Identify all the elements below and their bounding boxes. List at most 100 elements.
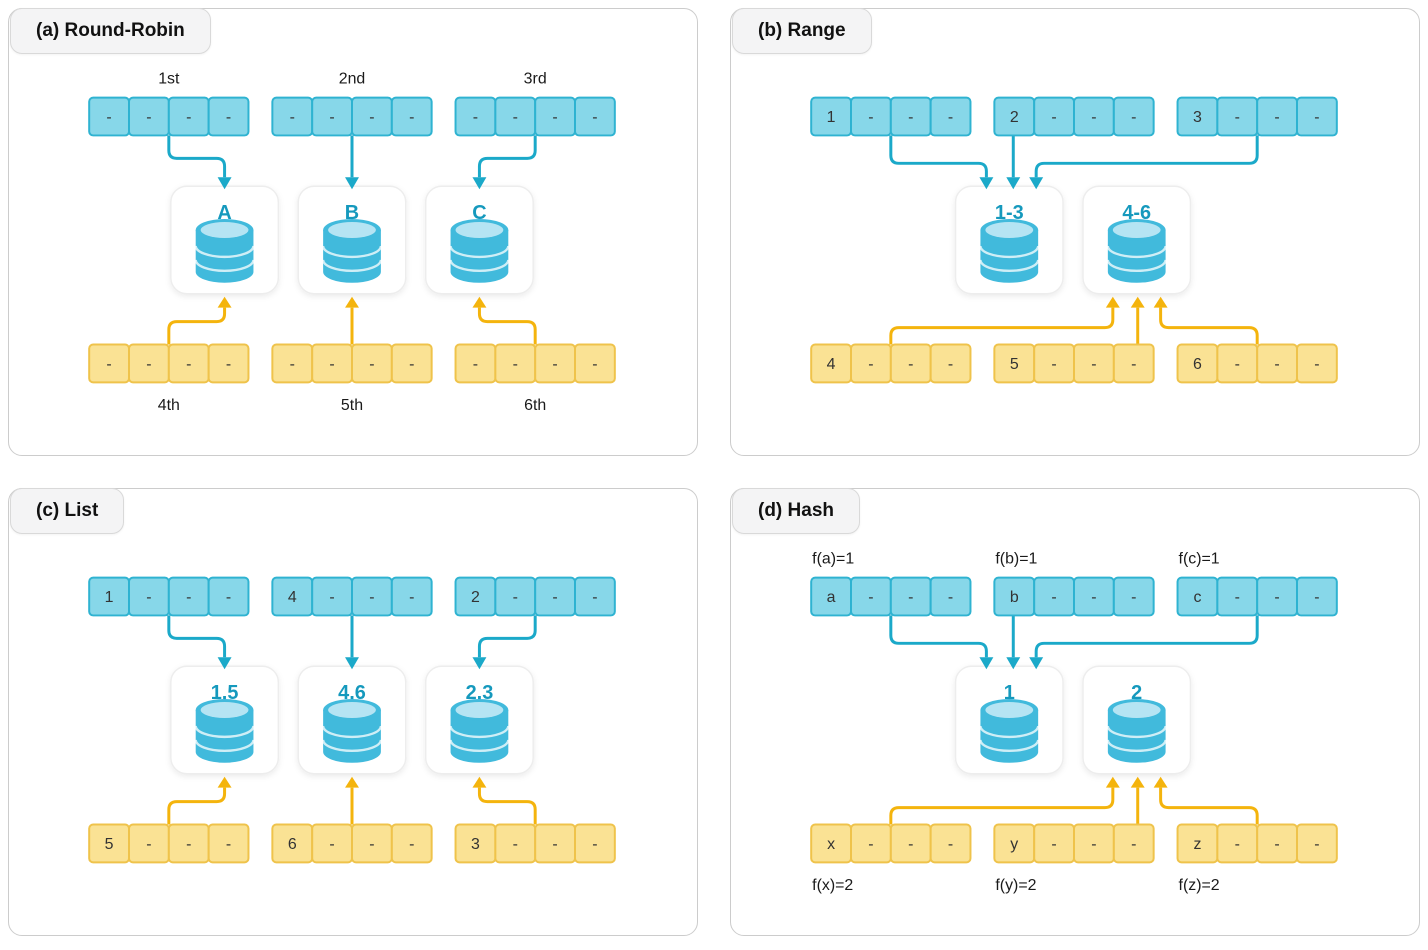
batch-cell-value: y — [1010, 836, 1018, 853]
batch-cell-value: - — [948, 589, 953, 606]
arrowhead-down-icon — [217, 177, 232, 190]
routing-arrow-bottom — [472, 776, 537, 825]
top-batch-2: 4--- — [271, 576, 433, 617]
top-batch-3: c---f(c)=1 — [1176, 551, 1338, 617]
batch-cell-value: b — [1010, 589, 1019, 606]
batch-label: 2nd — [339, 71, 366, 88]
batch-cell-value: - — [948, 109, 953, 126]
batch-cell-value: - — [552, 589, 557, 606]
arrowhead-up-icon — [1130, 776, 1145, 788]
batch-cell-value: - — [1051, 589, 1056, 606]
panel-title-chip: (b) Range — [732, 8, 872, 54]
batch-cell-value: - — [552, 356, 557, 373]
panel-title-chip: (a) Round-Robin — [10, 8, 211, 54]
batch-cell-value: 3 — [1193, 109, 1202, 126]
top-batch-3: ----3rd — [454, 71, 616, 137]
bottom-batch-1: x---f(x)=2 — [810, 823, 972, 894]
database-node: 2 — [1082, 665, 1192, 775]
batch-cell-value: - — [948, 836, 953, 853]
batch-cell-value: - — [592, 836, 597, 853]
database-cylinder-icon — [194, 219, 255, 283]
batch-cell-value: - — [146, 356, 151, 373]
database-label: C — [472, 202, 486, 224]
batch-cell-value: - — [908, 836, 913, 853]
routing-arrow-bottom — [1153, 296, 1259, 345]
batch-cell-value: - — [146, 836, 151, 853]
batch-cell-value: - — [226, 836, 231, 853]
database-node: 1-3 — [954, 185, 1064, 295]
batch-cell-value: - — [1091, 109, 1096, 126]
database-node: 2,3 — [424, 665, 534, 775]
routing-arrow-top — [889, 135, 994, 190]
batch-cell — [1112, 343, 1155, 384]
batch-cell-value: 1 — [827, 109, 836, 126]
routing-arrow-top — [889, 615, 994, 670]
arrowhead-up-icon — [345, 296, 359, 308]
batch-cell-value: - — [106, 356, 111, 373]
bottom-batch-3: ----6th — [454, 343, 616, 414]
database-label: 1,5 — [211, 682, 239, 704]
batch-cell — [574, 823, 616, 864]
batch-cell-value: - — [146, 109, 151, 126]
batch-cell-value: - — [226, 356, 231, 373]
database-label: 1 — [1004, 682, 1015, 704]
batch-cell — [929, 576, 972, 617]
bottom-batch-2: ----5th — [271, 343, 433, 414]
batch-cell-value: - — [186, 836, 191, 853]
batch-cell-value: - — [146, 589, 151, 606]
bottom-batch-2: 5--- — [993, 343, 1155, 384]
batch-cell — [390, 576, 433, 617]
batch-cell-value: - — [868, 109, 873, 126]
arrowhead-up-icon — [1105, 296, 1120, 308]
batch-cell-value: - — [868, 836, 873, 853]
batch-cell-value: - — [1131, 356, 1136, 373]
routing-arrow-bottom — [167, 776, 232, 825]
routing-arrow-top — [167, 615, 232, 670]
batch-cell-value: - — [592, 589, 597, 606]
batch-cell-value: 1 — [105, 589, 114, 606]
batch-cell-value: - — [329, 356, 334, 373]
batch-cell-value: 2 — [1010, 109, 1019, 126]
batch-cell-value: - — [592, 356, 597, 373]
database-label: 4,6 — [338, 682, 366, 704]
bottom-batch-3: 6--- — [1176, 343, 1338, 384]
database-node: 4-6 — [1082, 185, 1192, 295]
batch-cell — [390, 96, 433, 137]
database-cylinder-icon — [1106, 699, 1167, 763]
arrowhead-up-icon — [345, 776, 359, 788]
batch-cell — [207, 343, 250, 384]
batch-cell-value: - — [908, 109, 913, 126]
batch-cell-value: - — [473, 356, 478, 373]
batch-cell-value: - — [1131, 836, 1136, 853]
arrowhead-up-icon — [217, 296, 232, 308]
batch-cell — [390, 343, 433, 384]
database-cylinder-icon — [449, 699, 510, 763]
database-cylinder-icon — [1106, 219, 1167, 283]
bottom-batch-1: 4--- — [810, 343, 972, 384]
batch-cell-value: - — [106, 109, 111, 126]
batch-cell-value: - — [1314, 836, 1319, 853]
batch-cell-value: - — [329, 589, 334, 606]
routing-arrow-top — [1006, 135, 1021, 190]
batch-cell-value: 6 — [1193, 356, 1202, 373]
batch-cell-value: 5 — [105, 836, 114, 853]
bottom-batch-2: 6--- — [271, 823, 433, 864]
batch-cell-value: - — [290, 356, 295, 373]
batch-cell-value: - — [513, 109, 518, 126]
batch-cell-value: - — [1131, 109, 1136, 126]
batch-cell-value: - — [186, 356, 191, 373]
batch-cell-value: - — [1051, 356, 1056, 373]
bottom-batch-3: 3--- — [454, 823, 616, 864]
database-node: 1,5 — [170, 665, 280, 775]
routing-arrow-bottom — [1130, 776, 1145, 825]
database-node: A — [170, 185, 280, 295]
arrowhead-down-icon — [1029, 657, 1044, 670]
bottom-batch-2: y---f(y)=2 — [993, 823, 1155, 894]
arrowhead-up-icon — [472, 296, 487, 308]
batch-cell — [1296, 343, 1338, 384]
routing-arrow-top — [1006, 615, 1021, 670]
routing-arrow-top — [472, 615, 537, 670]
batch-cell — [574, 96, 616, 137]
